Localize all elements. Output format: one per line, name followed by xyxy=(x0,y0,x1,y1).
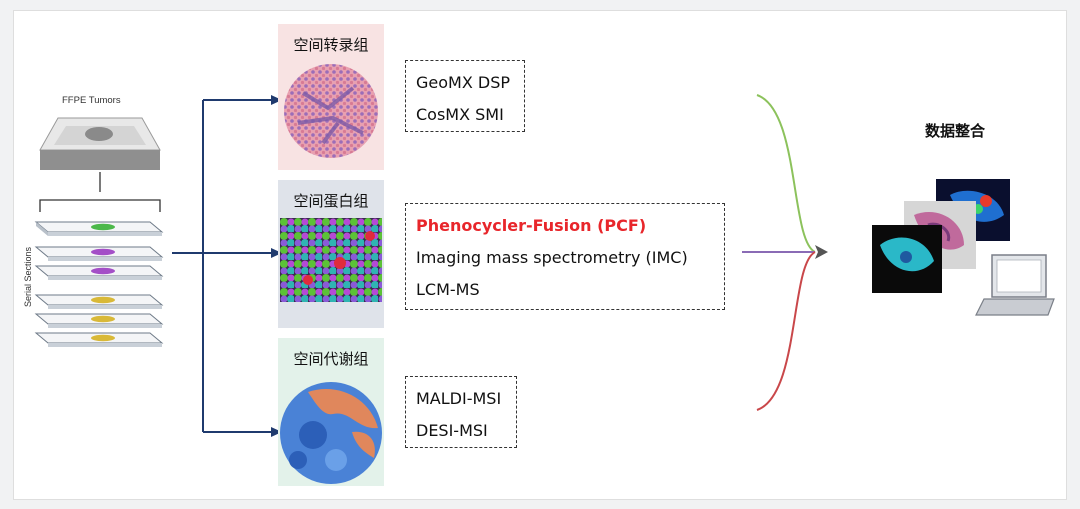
proteome-tech-box: Phenocycler-Fusion (PCF) Imaging mass sp… xyxy=(405,203,725,310)
tech-pcf-highlight: Phenocycler-Fusion (PCF) xyxy=(416,216,647,235)
arrow-head-metabolome xyxy=(271,427,282,437)
tech-lcm-ms: LCM-MS xyxy=(416,280,480,299)
transcriptome-title: 空间转录组 xyxy=(293,36,369,54)
slide-6 xyxy=(34,332,164,347)
integration-title: 数据整合 xyxy=(925,122,986,140)
ffpe-block-icon xyxy=(39,117,161,170)
metabolome-tissue-image xyxy=(280,382,382,484)
slide-4 xyxy=(34,294,164,309)
tech-geomx: GeoMX DSP xyxy=(416,73,511,92)
tissue-image-icon xyxy=(872,179,1010,293)
slide-5 xyxy=(34,313,164,328)
transcriptome-panel: 空间转录组 xyxy=(278,24,384,170)
branch-arrows xyxy=(172,99,272,433)
metabolome-title: 空间代谢组 xyxy=(293,350,369,368)
merge-arrow-head xyxy=(815,245,828,259)
arrow-head-proteome xyxy=(271,248,282,258)
slide-stack-icon xyxy=(34,221,164,347)
merge-curves xyxy=(742,94,816,411)
proteome-tissue-image xyxy=(280,218,382,302)
transcriptome-tissue-image xyxy=(284,64,378,158)
integration-graphic xyxy=(872,179,1055,316)
slide-1 xyxy=(34,221,164,236)
ffpe-label: FFPE Tumors xyxy=(62,95,121,106)
tech-imc: Imaging mass spectrometry (IMC) xyxy=(416,248,688,267)
metabolome-tech-box: MALDI-MSI DESI-MSI xyxy=(405,376,517,448)
transcriptome-tech-box: GeoMX DSP CosMX SMI xyxy=(405,60,525,132)
tech-maldi: MALDI-MSI xyxy=(416,389,502,408)
tech-cosmx: CosMX SMI xyxy=(416,105,504,124)
proteome-panel: 空间蛋白组 xyxy=(278,180,384,328)
proteome-title: 空间蛋白组 xyxy=(293,192,369,210)
slide-2 xyxy=(34,246,164,261)
laptop-icon xyxy=(975,254,1055,316)
tech-desi: DESI-MSI xyxy=(416,421,488,440)
slide-3 xyxy=(34,265,164,280)
arrow-head-transcriptome xyxy=(271,95,282,105)
metabolome-panel: 空间代谢组 xyxy=(278,338,384,486)
